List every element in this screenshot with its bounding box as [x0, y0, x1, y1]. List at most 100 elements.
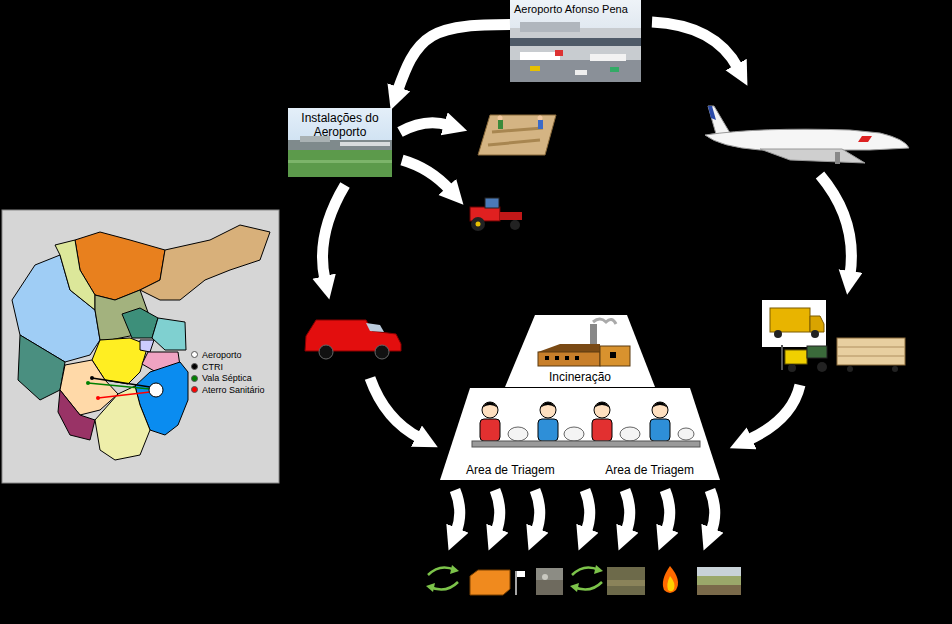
photo-box: Aeroporto Afonso Pena: [510, 0, 641, 82]
truck-cab: [810, 316, 824, 332]
plane-wing: [760, 149, 865, 163]
recycle-icon: [450, 565, 459, 574]
forklift-wheel: [817, 362, 827, 372]
shape-fill: [440, 388, 720, 480]
worker-hair: [482, 402, 498, 408]
sorting-table: [472, 441, 700, 447]
flag-icon: [515, 571, 517, 595]
flow-arrow: [400, 123, 448, 132]
destination-icons: [426, 565, 741, 595]
legend-row: CTRI: [191, 361, 265, 373]
map-region: [75, 232, 165, 300]
legend-swatch: [191, 351, 198, 358]
tractor-body: [470, 207, 500, 221]
legend-label: Aeroporto: [202, 350, 242, 360]
worker-head: [594, 402, 610, 418]
truck-wheel: [774, 330, 782, 338]
recycle-icon: [572, 567, 599, 575]
recycle-icon: [428, 567, 455, 575]
worker: [650, 402, 670, 441]
factory-window: [575, 356, 579, 360]
map-region: [95, 290, 150, 340]
tractor-cab: [485, 198, 499, 208]
worker-hair: [540, 402, 556, 408]
landfill-photo: [697, 567, 741, 595]
forklift-wheel: [788, 364, 796, 372]
crate: [837, 338, 905, 365]
map-region: [140, 225, 270, 300]
flow-arrow: [323, 185, 346, 280]
worker-body: [538, 120, 543, 129]
photo-vehicle: [530, 66, 540, 71]
landfill-photo: [697, 585, 741, 595]
soil-photo: [607, 580, 645, 586]
legend-row: Aeroporto: [191, 349, 265, 361]
flow-arrow: [625, 490, 630, 532]
map-region: [55, 240, 95, 310]
node-label: Area de Triagem: [466, 463, 555, 477]
photo-plane: [555, 50, 563, 56]
tractor-hood: [500, 212, 522, 220]
legend-label: Aterro Sanitário: [202, 385, 265, 395]
map-region: [60, 360, 118, 415]
recycle-icon: [426, 583, 435, 592]
tractor-icon: [470, 198, 522, 231]
map-dot: [86, 381, 90, 385]
airport-photo: [510, 0, 641, 82]
flow-arrow: [585, 490, 590, 532]
fire-icon: [667, 576, 674, 591]
map-region: [142, 352, 180, 372]
map-dot: [96, 396, 100, 400]
forklift-mast: [781, 345, 783, 370]
flow-arrow: [748, 385, 800, 440]
photo-windows: [510, 38, 641, 46]
flow-arrows: [323, 22, 852, 532]
field-row: [488, 140, 540, 145]
field-icon: [478, 115, 556, 155]
flow-arrow: [455, 490, 460, 532]
worker: [480, 402, 500, 441]
worker: [592, 402, 612, 441]
factory-window: [565, 356, 569, 360]
trapezoid-box: Area de TriagemArea de Triagem: [440, 388, 720, 480]
box-icon: [470, 570, 510, 595]
legend-label: CTRI: [202, 362, 223, 372]
flow-arrow: [495, 490, 500, 532]
factory-window: [545, 356, 549, 360]
plane-tail-stripe: [708, 106, 716, 120]
photo-vehicle: [575, 70, 587, 75]
waste-photo: [536, 568, 563, 595]
waste-photo: [536, 580, 563, 595]
waste-bag: [678, 428, 694, 440]
worker: [538, 402, 558, 441]
flow-arrow: [652, 22, 738, 68]
photo-apron: [510, 60, 641, 82]
photo-sky: [510, 0, 641, 82]
legend-row: Aterro Sanitário: [191, 384, 265, 396]
landfill-photo: [697, 567, 741, 576]
worker-body: [498, 120, 503, 129]
trapezoid-box: Incineração: [505, 315, 655, 387]
waste-bag: [508, 427, 528, 441]
map-region: [18, 335, 65, 400]
photo-building: [340, 142, 390, 146]
car-body: [305, 320, 401, 351]
plane-stripe: [858, 136, 872, 142]
map-route: [98, 392, 150, 398]
map-region: [58, 390, 95, 440]
factory-window: [555, 356, 559, 360]
map-region: [92, 338, 148, 384]
map-region: [12, 255, 100, 362]
flow-arrow: [820, 175, 851, 275]
photo-box: Instalações do Aeroporto: [288, 108, 392, 177]
chimney: [590, 324, 597, 346]
map-region: [95, 386, 150, 460]
incinerator-icon: [538, 319, 630, 366]
photo-plane: [520, 52, 560, 60]
legend-swatch: [191, 386, 198, 393]
plane-tail: [708, 106, 730, 134]
crate-wheel: [892, 366, 898, 372]
